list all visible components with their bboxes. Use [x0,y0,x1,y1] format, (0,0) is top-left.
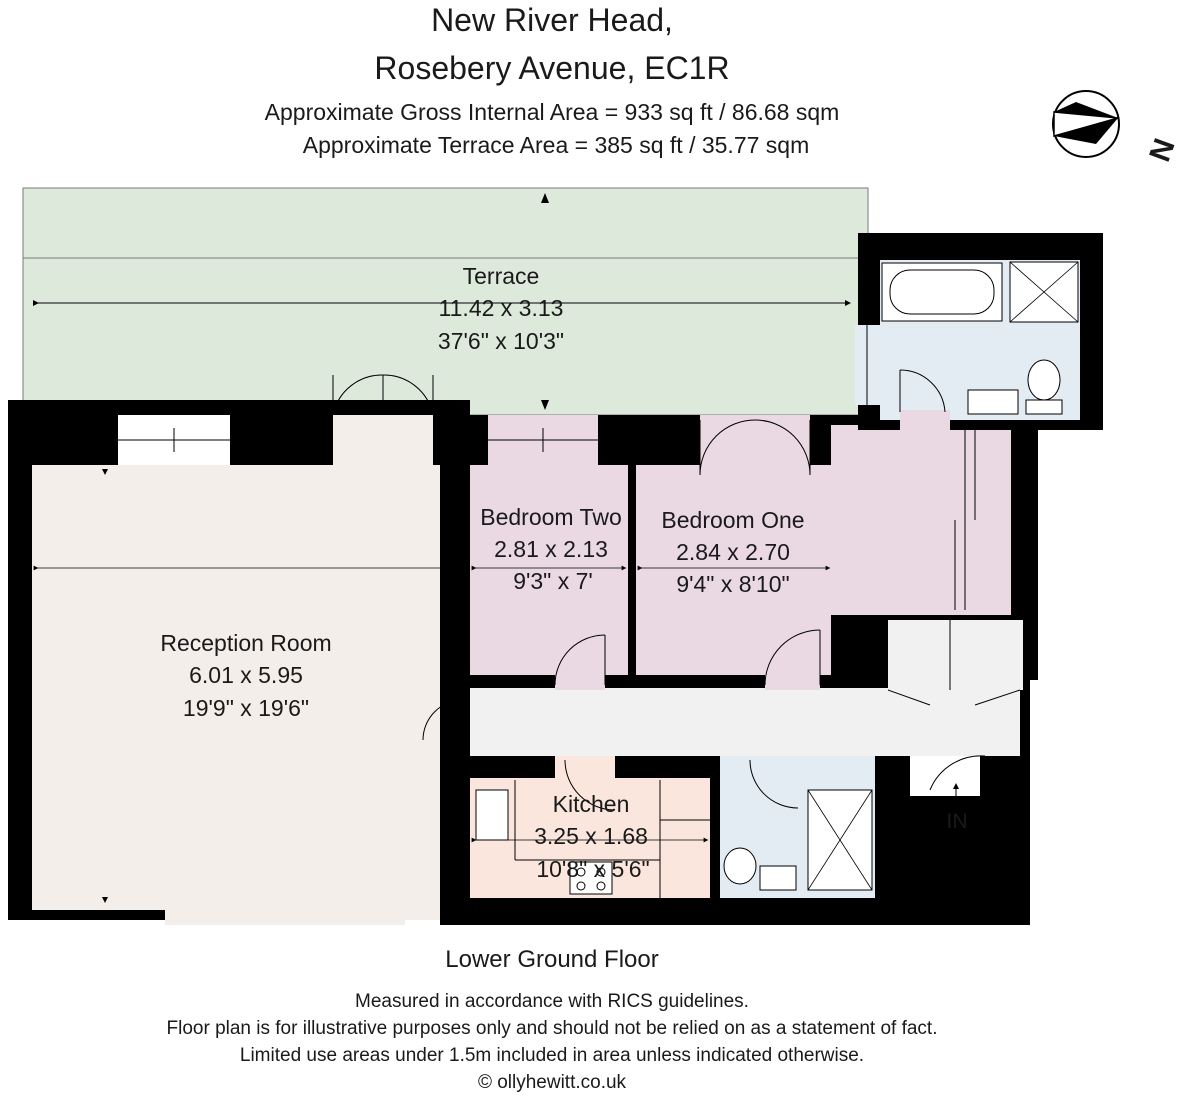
terrace [22,187,869,416]
reception-name: Reception Room [160,630,331,656]
compass-north-label: N [1143,134,1181,166]
terrace-metric: 11.42 x 3.13 [439,295,564,321]
kitchen-metric: 3.25 x 1.68 [534,823,648,849]
kitchen-imperial: 10'8" x 5'6" [536,856,649,882]
bedroom-one-name: Bedroom One [661,507,804,533]
bedroom-one-metric: 2.84 x 2.70 [676,539,790,565]
room-bedroom-one: Bedroom One 2.84 x 2.70 9'4" x 8'10" [661,507,804,597]
reception-imperial: 19'9" x 19'6" [183,695,309,721]
entrance-label: IN [947,810,968,833]
terrace-imperial: 37'6" x 10'3" [438,328,564,354]
terrace-area: Approximate Terrace Area = 385 sq ft / 3… [302,132,810,158]
floor-name: Lower Ground Floor [445,946,659,973]
footer-note-1: Measured in accordance with RICS guideli… [355,991,749,1012]
terrace-name: Terrace [463,263,540,289]
bedroom-one-imperial: 9'4" x 8'10" [676,571,789,597]
entrance-marker: IN [947,783,968,833]
bedroom-two-metric: 2.81 x 2.13 [494,536,608,562]
compass-icon: N [1052,90,1182,166]
dimension-arrows [33,469,831,903]
footer-note-3: Limited use areas under 1.5m included in… [239,1045,865,1066]
reception-metric: 6.01 x 5.95 [189,662,303,688]
room-terrace: Terrace 11.42 x 3.13 37'6" x 10'3" [438,263,564,354]
room-kitchen: Kitchen 3.25 x 1.68 10'8" x 5'6" [534,791,650,882]
copyright-text: © ollyhewitt.co.uk [477,1072,627,1093]
bedroom-two-imperial: 9'3" x 7' [513,568,593,594]
title-line-1: New River Head, [431,2,673,38]
room-bedroom-two: Bedroom Two 2.81 x 2.13 9'3" x 7' [480,504,621,594]
footer-note-2: Floor plan is for illustrative purposes … [166,1018,938,1039]
gross-internal-area: Approximate Gross Internal Area = 933 sq… [264,99,840,125]
title-line-2: Rosebery Avenue, EC1R [374,50,730,86]
room-reception: Reception Room 6.01 x 5.95 19'9" x 19'6" [160,630,331,721]
kitchen-name: Kitchen [553,791,630,817]
bedroom-two-name: Bedroom Two [480,504,621,530]
